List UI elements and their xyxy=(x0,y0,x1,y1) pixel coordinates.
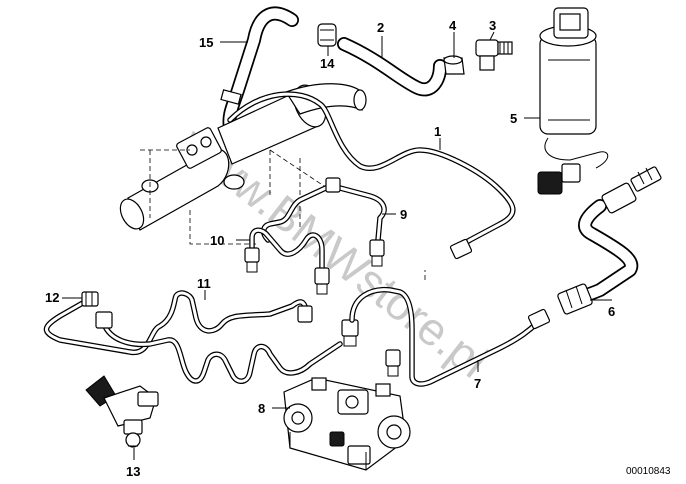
callout-8: 8 xyxy=(258,401,265,416)
valve-block-8[interactable] xyxy=(283,377,411,471)
callout-13: 13 xyxy=(126,464,140,479)
callout-2: 2 xyxy=(377,20,384,35)
brake-line-10[interactable] xyxy=(244,227,330,295)
hose-2[interactable] xyxy=(337,37,447,97)
callout-14: 14 xyxy=(320,56,335,71)
callout-10: 10 xyxy=(210,233,224,248)
brake-line-11[interactable] xyxy=(43,290,359,384)
callout-3: 3 xyxy=(489,18,496,33)
callout-5: 5 xyxy=(510,111,517,126)
cap-4[interactable] xyxy=(443,55,465,75)
assembly-dash-lines xyxy=(140,149,426,280)
callout-9: 9 xyxy=(400,207,407,222)
elbow-fitting-3[interactable] xyxy=(475,39,513,71)
reference-number: 00010843 xyxy=(626,466,671,477)
callout-7: 7 xyxy=(474,376,481,391)
actuator-cylinder[interactable] xyxy=(116,80,367,233)
callout-4: 4 xyxy=(449,18,457,33)
brake-line-7[interactable] xyxy=(349,286,551,387)
callout-leaders xyxy=(62,31,612,460)
callout-1: 1 xyxy=(434,124,441,139)
callout-6: 6 xyxy=(608,304,615,319)
fitting-12[interactable] xyxy=(81,291,99,307)
callout-11: 11 xyxy=(197,276,211,291)
brake-hose-6[interactable] xyxy=(557,166,662,315)
bracket-13[interactable] xyxy=(85,375,159,448)
pressure-reservoir-5[interactable] xyxy=(537,7,609,195)
brake-line-1[interactable] xyxy=(227,91,516,260)
hose-clip-14[interactable] xyxy=(317,23,337,47)
callout-15: 15 xyxy=(199,35,213,50)
callout-12: 12 xyxy=(45,290,59,305)
